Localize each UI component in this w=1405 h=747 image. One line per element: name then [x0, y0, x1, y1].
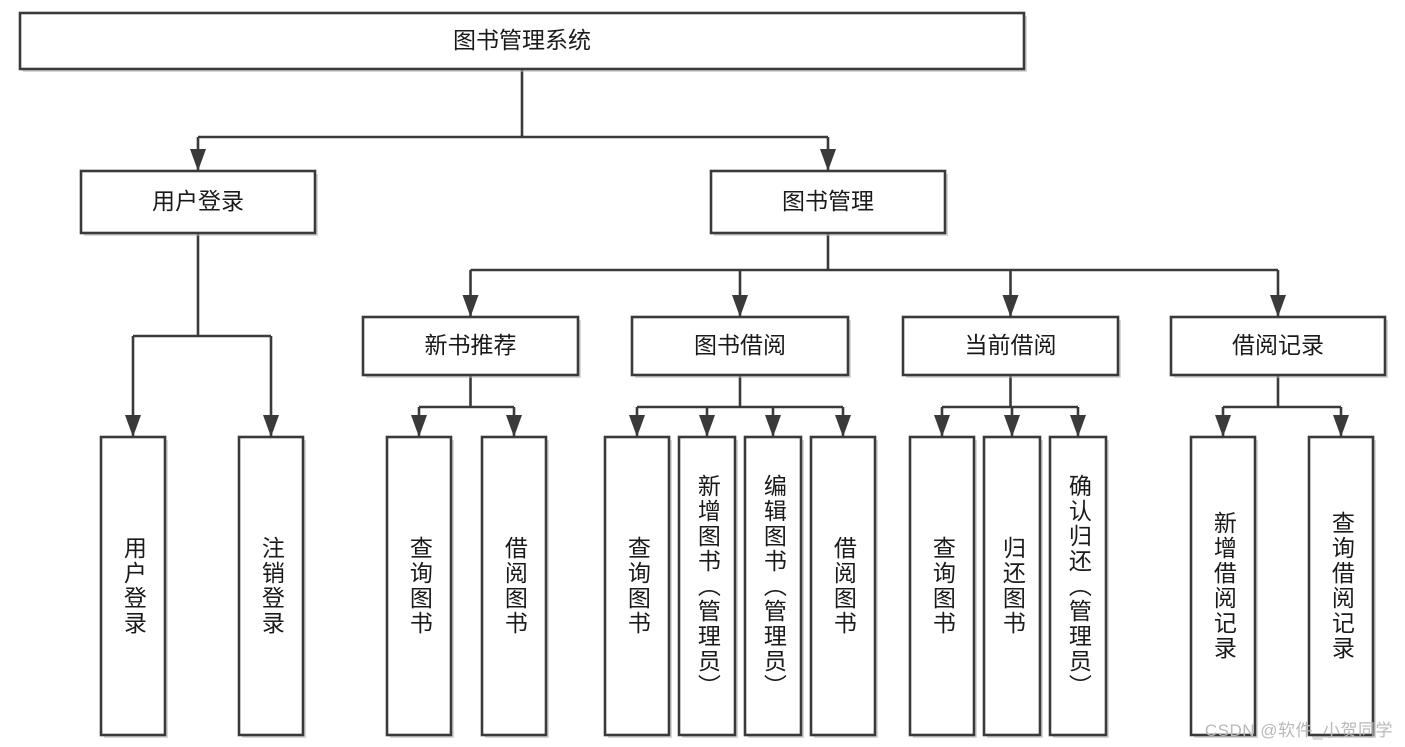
node-box-l-borrow-book[interactable] — [809, 435, 877, 737]
node-box-l-add-record[interactable] — [1189, 435, 1257, 737]
csdn-watermark: CSDN @软件_小贺同学 — [1204, 721, 1393, 740]
node-box-l-query-book-borrow[interactable] — [603, 435, 671, 737]
node-box-l-query-book-rec[interactable] — [385, 435, 453, 737]
arrow-head-icon — [835, 415, 851, 437]
arrow-head-icon — [263, 415, 279, 437]
node-box-n-user-login[interactable] — [79, 169, 317, 235]
node-label-n-new-book-rec: 新书推荐 — [425, 332, 517, 358]
arrow-head-icon — [1002, 295, 1019, 317]
arrow-head-icon — [125, 415, 141, 437]
connector-layer — [125, 69, 1349, 437]
node-box-l-query-book-cur[interactable] — [908, 435, 976, 737]
arrow-head-icon — [820, 149, 836, 171]
node-box-l-edit-book[interactable] — [743, 435, 803, 737]
arrow-head-icon — [411, 415, 427, 437]
node-label-root: 图书管理系统 — [453, 27, 591, 53]
node-box-root[interactable] — [18, 11, 1026, 71]
node-box-l-borrow-book-rec[interactable] — [480, 435, 548, 737]
arrow-head-icon — [506, 415, 522, 437]
node-box-l-query-record[interactable] — [1307, 435, 1375, 737]
node-box-n-borrow-record[interactable] — [1169, 315, 1387, 377]
node-label-n-book-borrow: 图书借阅 — [694, 332, 786, 358]
arrow-head-icon — [1004, 415, 1020, 437]
node-box-l-add-book[interactable] — [677, 435, 737, 737]
node-box-n-current-borrow[interactable] — [901, 315, 1120, 377]
arrow-head-icon — [699, 415, 715, 437]
node-label-n-borrow-record: 借阅记录 — [1232, 332, 1324, 358]
arrow-head-icon — [934, 415, 950, 437]
node-box-n-book-borrow[interactable] — [630, 315, 850, 377]
node-box-n-new-book-rec[interactable] — [361, 315, 580, 377]
node-box-l-user-login[interactable] — [99, 435, 167, 737]
node-box-l-confirm-return[interactable] — [1048, 435, 1108, 737]
node-label-n-book-manage: 图书管理 — [782, 188, 874, 214]
arrow-head-icon — [462, 295, 479, 317]
node-label-n-current-borrow: 当前借阅 — [965, 332, 1057, 358]
arrow-head-icon — [1333, 415, 1349, 437]
arrow-head-icon — [1270, 295, 1286, 317]
arrow-head-icon — [732, 295, 748, 317]
node-box-l-user-logout[interactable] — [237, 435, 305, 737]
node-box-layer — [18, 11, 1388, 738]
arrow-head-icon — [765, 415, 781, 437]
node-box-l-return-book[interactable] — [982, 435, 1042, 737]
arrow-head-icon — [190, 149, 206, 171]
node-label-n-user-login: 用户登录 — [152, 188, 244, 214]
arrow-head-icon — [1215, 415, 1231, 437]
node-box-n-book-manage[interactable] — [709, 169, 947, 235]
arrow-head-icon — [1070, 415, 1086, 437]
arrow-head-icon — [629, 415, 645, 437]
